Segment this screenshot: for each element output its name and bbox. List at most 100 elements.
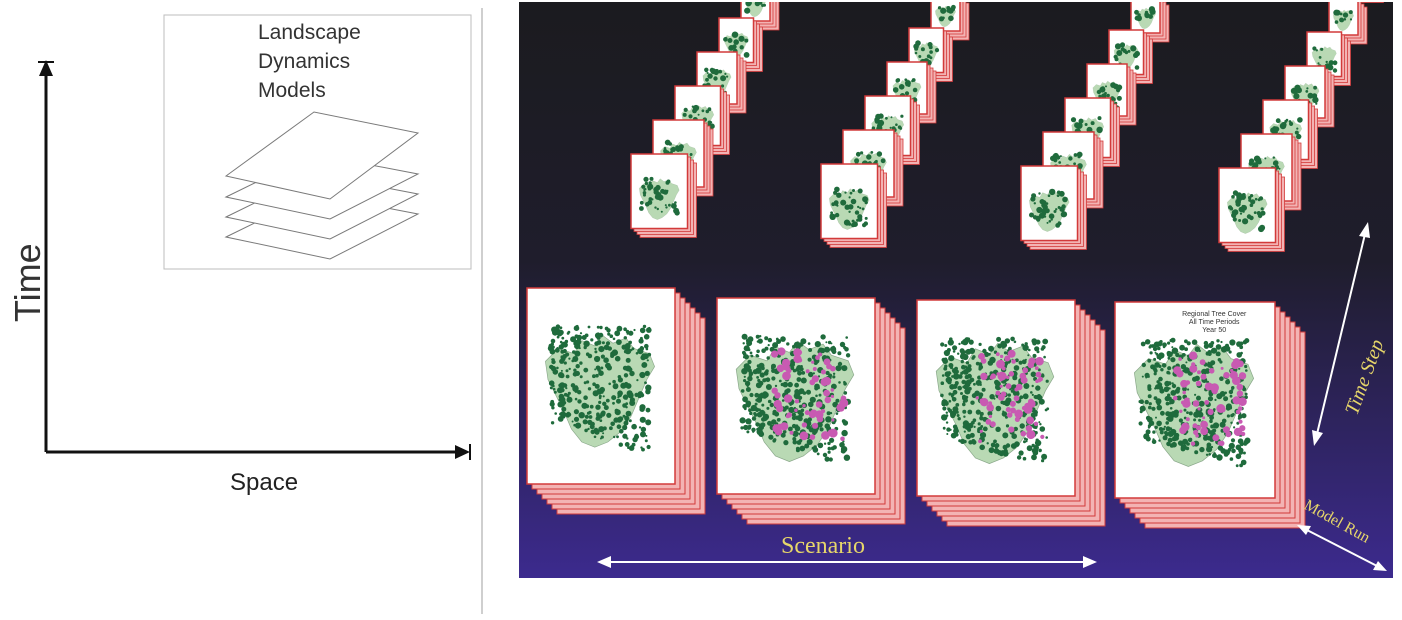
forest-patch — [1208, 430, 1214, 435]
forest-patch — [844, 191, 847, 194]
forest-patch — [806, 389, 811, 395]
forest-patch — [1297, 117, 1303, 123]
forest-patch — [647, 200, 653, 205]
forest-patch — [1203, 340, 1209, 346]
forest-patch — [1233, 426, 1236, 429]
forest-patch — [710, 125, 714, 129]
forest-patch — [808, 348, 813, 352]
forest-patch — [1241, 204, 1245, 208]
scenario-column-3 — [916, 2, 1170, 527]
forest-patch — [959, 348, 965, 354]
forest-patch — [1171, 339, 1175, 343]
forest-patch — [1032, 353, 1037, 358]
forest-patch — [599, 419, 603, 422]
forest-patch — [1171, 347, 1179, 354]
forest-patch — [1231, 388, 1234, 391]
forest-patch — [767, 399, 772, 404]
forest-patch — [1239, 345, 1244, 350]
forest-patch — [574, 385, 578, 389]
forest-patch — [613, 417, 619, 423]
forest-patch — [1180, 444, 1187, 451]
forest-patch — [965, 348, 972, 355]
forest-patch — [834, 212, 840, 218]
forest-patch — [660, 210, 663, 213]
forest-patch — [1163, 425, 1166, 428]
forest-patch — [629, 370, 635, 377]
forest-patch — [1167, 381, 1172, 386]
disturbance-patch — [779, 405, 783, 409]
forest-patch — [1153, 396, 1158, 400]
forest-patch — [972, 418, 977, 423]
forest-patch — [1332, 68, 1338, 73]
forest-patch — [616, 435, 619, 439]
forest-patch — [726, 75, 729, 78]
forest-patch — [554, 347, 560, 353]
forest-patch — [1198, 418, 1202, 422]
forest-patch — [958, 342, 961, 346]
disturbance-patch — [811, 360, 815, 364]
forest-patch — [583, 367, 589, 373]
forest-patch — [1188, 411, 1193, 416]
forest-patch — [1149, 351, 1153, 355]
forest-patch — [552, 369, 559, 375]
forest-patch — [1147, 375, 1150, 378]
forest-patch — [1119, 42, 1126, 48]
forest-patch — [731, 31, 739, 38]
forest-patch — [1296, 133, 1302, 140]
forest-patch — [789, 361, 795, 368]
forest-patch — [979, 432, 987, 439]
forest-patch — [579, 375, 583, 379]
forest-patch — [647, 183, 654, 190]
forest-patch — [751, 416, 757, 421]
forest-patch — [951, 4, 956, 10]
forest-patch — [617, 392, 622, 398]
forest-patch — [584, 428, 588, 433]
forest-patch — [640, 431, 646, 438]
forest-patch — [1019, 395, 1024, 400]
forest-patch — [1244, 392, 1248, 396]
forest-patch — [1134, 50, 1140, 57]
forest-patch — [782, 381, 789, 388]
forest-patch — [1230, 413, 1234, 418]
forest-patch — [767, 344, 770, 347]
forest-patch — [973, 382, 976, 386]
forest-patch — [1096, 126, 1103, 133]
forest-patch — [1236, 352, 1242, 358]
forest-patch — [644, 381, 647, 385]
disturbance-patch — [777, 347, 786, 356]
forest-patch — [963, 384, 969, 390]
time-step-map-4 — [702, 67, 732, 99]
forest-patch — [625, 410, 632, 417]
forest-patch — [666, 179, 671, 184]
forest-patch — [747, 359, 752, 365]
forest-patch — [718, 69, 723, 74]
forest-patch — [1185, 446, 1190, 451]
disturbance-patch — [839, 398, 849, 408]
forest-patch — [807, 357, 812, 362]
disturbance-patch — [1022, 367, 1029, 374]
forest-patch — [600, 411, 606, 417]
disturbance-patch — [812, 422, 819, 429]
forest-patch — [816, 452, 820, 456]
inset-title-line-2: Dynamics — [258, 50, 350, 73]
forest-patch — [644, 370, 650, 376]
forest-patch — [948, 15, 954, 22]
forest-patch — [1048, 220, 1052, 223]
forest-patch — [639, 206, 644, 211]
forest-patch — [626, 437, 629, 440]
forest-patch — [560, 402, 565, 407]
disturbance-patch — [1007, 349, 1016, 358]
forest-patch — [833, 190, 838, 195]
forest-patch — [942, 406, 947, 411]
disturbance-patch — [1211, 387, 1218, 395]
forest-patch — [1027, 354, 1030, 357]
disturbance-patch — [780, 422, 789, 431]
disturbance-patch — [804, 410, 810, 416]
time-step-map-1 — [1227, 190, 1268, 234]
forest-patch — [964, 380, 968, 384]
forest-patch — [1050, 218, 1053, 221]
forest-patch — [563, 361, 567, 365]
forest-patch — [591, 423, 594, 427]
forest-patch — [603, 405, 609, 411]
forest-patch — [938, 6, 942, 10]
